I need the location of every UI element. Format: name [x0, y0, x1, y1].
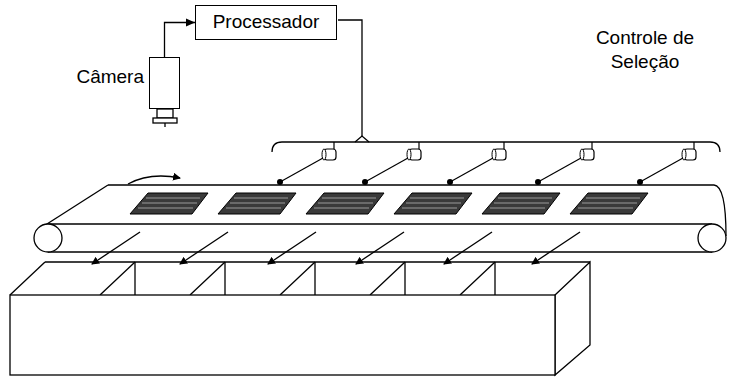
- ejection-arrows: [92, 232, 580, 264]
- parts: [130, 193, 648, 214]
- camera-body: Câmera: [149, 57, 180, 109]
- direction-arrow: [128, 176, 180, 184]
- camera-lens: [153, 109, 177, 127]
- solenoid-actuators: [277, 142, 696, 185]
- process-box: Processador: [195, 5, 337, 40]
- note-label: Controle de Seleção: [580, 26, 710, 74]
- control-wire: [272, 20, 720, 152]
- sorting-bin: [10, 262, 590, 375]
- node-text: Processador: [213, 11, 320, 34]
- camera-label: Câmera: [76, 66, 144, 89]
- conveyor-belt: [34, 185, 726, 252]
- signal-wire: [165, 19, 196, 58]
